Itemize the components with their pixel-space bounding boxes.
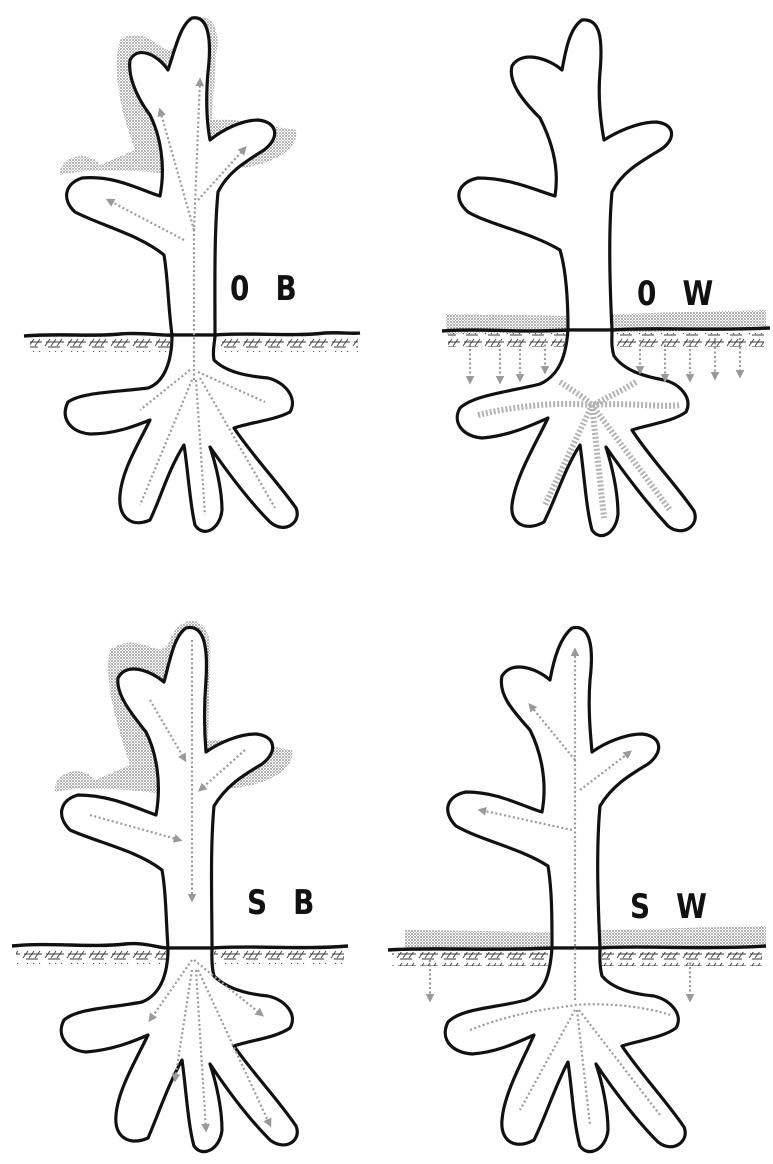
- soil-hatching: [30, 338, 170, 352]
- panel-label-0b: 0 B: [230, 272, 305, 306]
- root-outline: [445, 948, 685, 1152]
- root-outline: [65, 335, 297, 531]
- panel-0b: [24, 17, 360, 531]
- soil-hatching: [392, 952, 550, 966]
- soil-hatching: [602, 952, 762, 966]
- panel-label-sb: S B: [247, 886, 323, 920]
- soil-hatching: [214, 950, 344, 964]
- root-outline: [61, 948, 297, 1152]
- branch-outline: [448, 628, 659, 948]
- soil-hatching: [16, 950, 166, 964]
- soil-hatching: [448, 333, 566, 347]
- panel-label-0w: 0 W: [637, 277, 721, 311]
- root-outline: [457, 330, 695, 536]
- soil-hatching: [218, 338, 358, 352]
- panel-label-sw: S W: [630, 890, 715, 924]
